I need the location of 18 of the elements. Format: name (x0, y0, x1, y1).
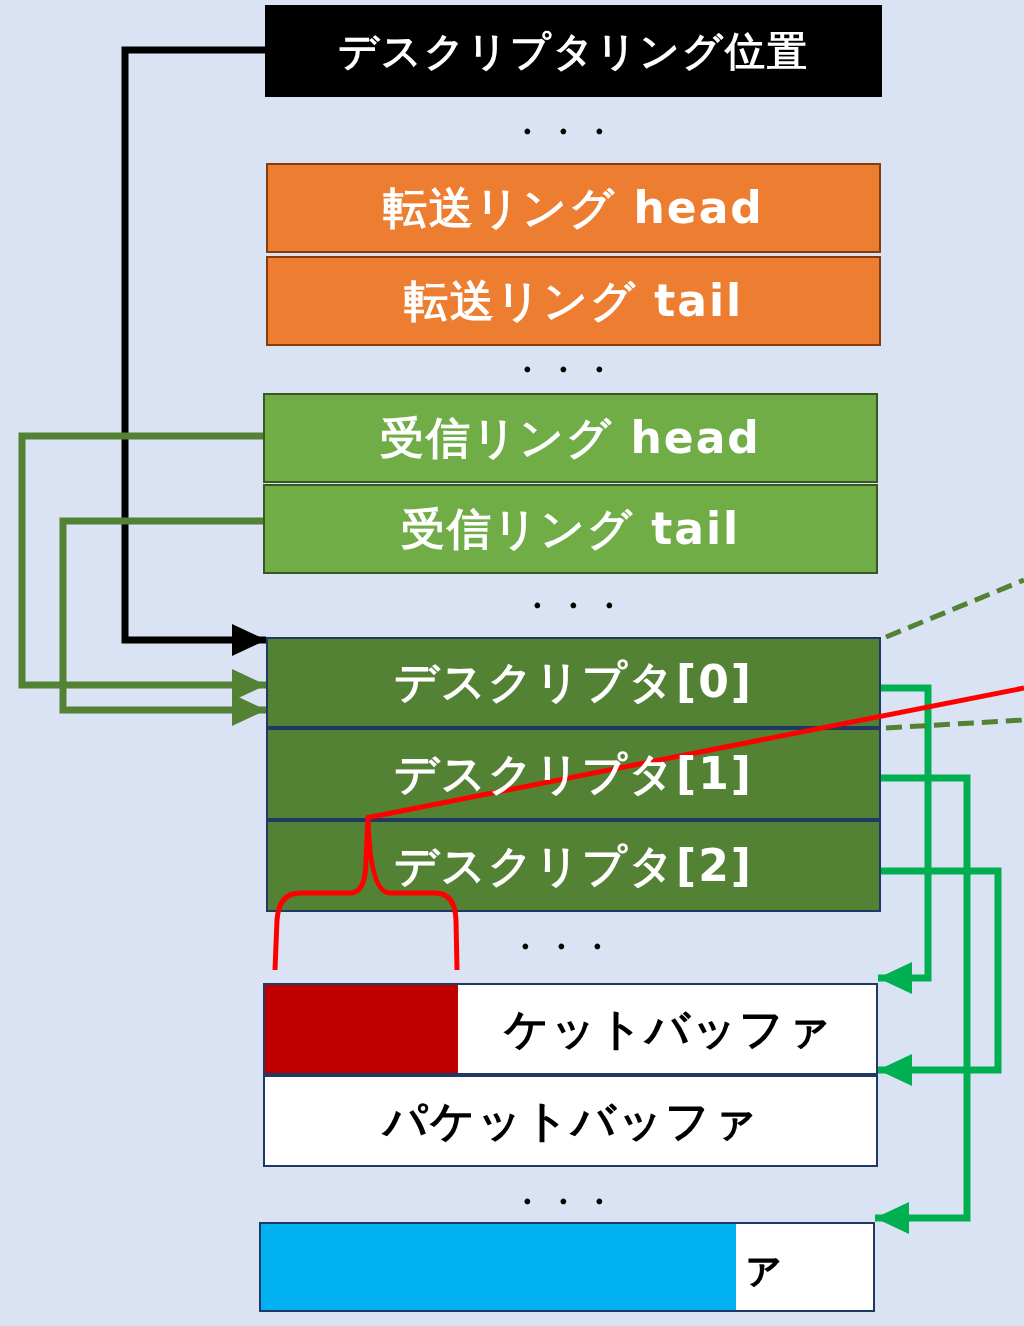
ellipsis-mark: ・・・ (512, 113, 620, 151)
arrow (878, 867, 1002, 1086)
register-box: 転送リング tail (266, 256, 881, 346)
register-box: 転送リング head (266, 163, 881, 253)
descriptor-box: デスクリプタ[0] (266, 637, 881, 728)
buffer-box: パケットバッファ (263, 1075, 878, 1167)
buffer-box: ケットバッファ (263, 983, 878, 1075)
ellipsis-mark: ・・・ (510, 928, 618, 966)
arrow (121, 46, 266, 656)
title-box: デスクリプタリング位置 (265, 5, 882, 97)
arrow (59, 517, 266, 726)
register-box: 受信リング tail (263, 484, 878, 574)
ellipsis-mark: ・・・ (512, 1183, 620, 1221)
ellipsis-mark: ・・・ (512, 351, 620, 389)
register-box: 受信リング head (263, 393, 878, 483)
descriptor-box: デスクリプタ[2] (266, 820, 881, 912)
ellipsis-mark: ・・・ (522, 587, 630, 625)
buffer-box: ァ (259, 1222, 875, 1312)
